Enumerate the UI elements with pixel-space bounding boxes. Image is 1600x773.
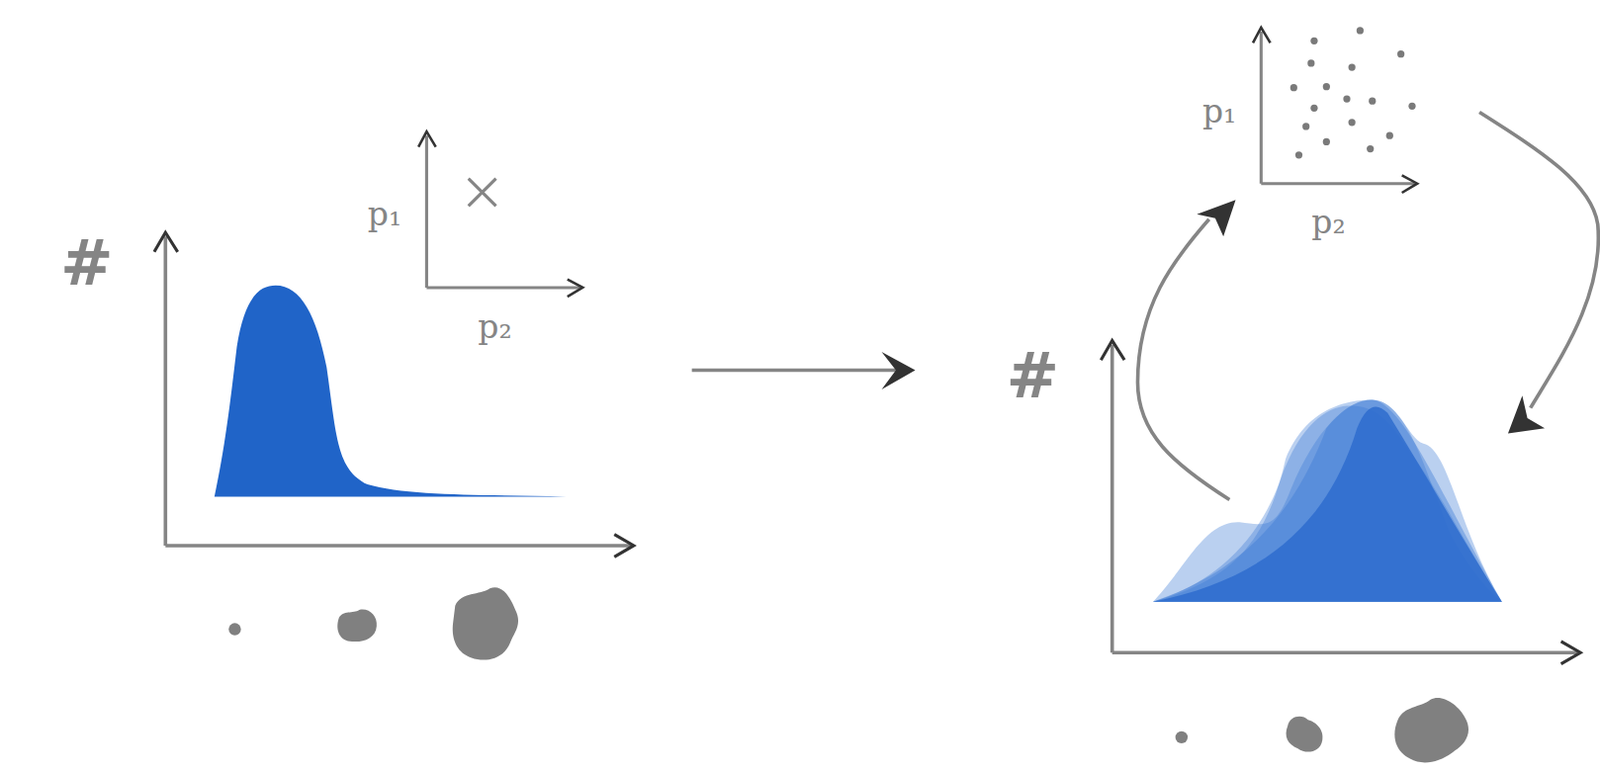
right-parameter-inset <box>1252 26 1418 193</box>
particle <box>1394 698 1469 763</box>
sampled-distribution <box>1153 399 1503 602</box>
particles <box>1175 698 1469 763</box>
size-distribution <box>214 285 567 498</box>
particle <box>1286 716 1324 753</box>
axis <box>1260 31 1415 184</box>
point-marker <box>468 178 497 207</box>
arrowhead <box>1508 395 1545 434</box>
axis-arrowhead <box>154 232 634 557</box>
right-histogram <box>1100 341 1581 665</box>
sampled-distribution <box>1153 399 1503 602</box>
arrow-line <box>1479 111 1599 408</box>
axis-arrowhead <box>418 131 583 297</box>
arrow-line <box>692 368 898 373</box>
axis-arrowhead <box>1252 27 1418 193</box>
axis-label: p₁ <box>1202 94 1237 128</box>
arrow-line <box>1137 219 1230 501</box>
left-parameter-inset <box>418 131 583 297</box>
axis-label: p₂ <box>1311 205 1345 239</box>
sampled-distribution <box>1153 406 1503 602</box>
particle <box>452 587 519 660</box>
transition-arrow <box>692 352 916 390</box>
axis-label: p₁ <box>367 197 402 231</box>
left-histogram <box>154 232 634 557</box>
axis-arrowhead <box>1100 341 1581 665</box>
particle <box>337 610 377 642</box>
sampled-distribution <box>1153 399 1503 602</box>
arrowhead <box>882 352 916 390</box>
sampled-distribution <box>1153 405 1503 602</box>
axis <box>165 236 630 546</box>
cycle-arrows <box>1137 111 1599 500</box>
axis <box>426 135 580 288</box>
axis <box>1112 345 1578 654</box>
particles <box>228 587 519 660</box>
particle <box>1175 731 1188 744</box>
axis-label: p₂ <box>477 310 512 344</box>
particle <box>228 622 241 635</box>
arrowhead <box>1196 199 1236 237</box>
parameter-samples <box>1290 26 1417 159</box>
axis-label: # <box>1005 344 1060 408</box>
axis-label: # <box>60 231 114 295</box>
